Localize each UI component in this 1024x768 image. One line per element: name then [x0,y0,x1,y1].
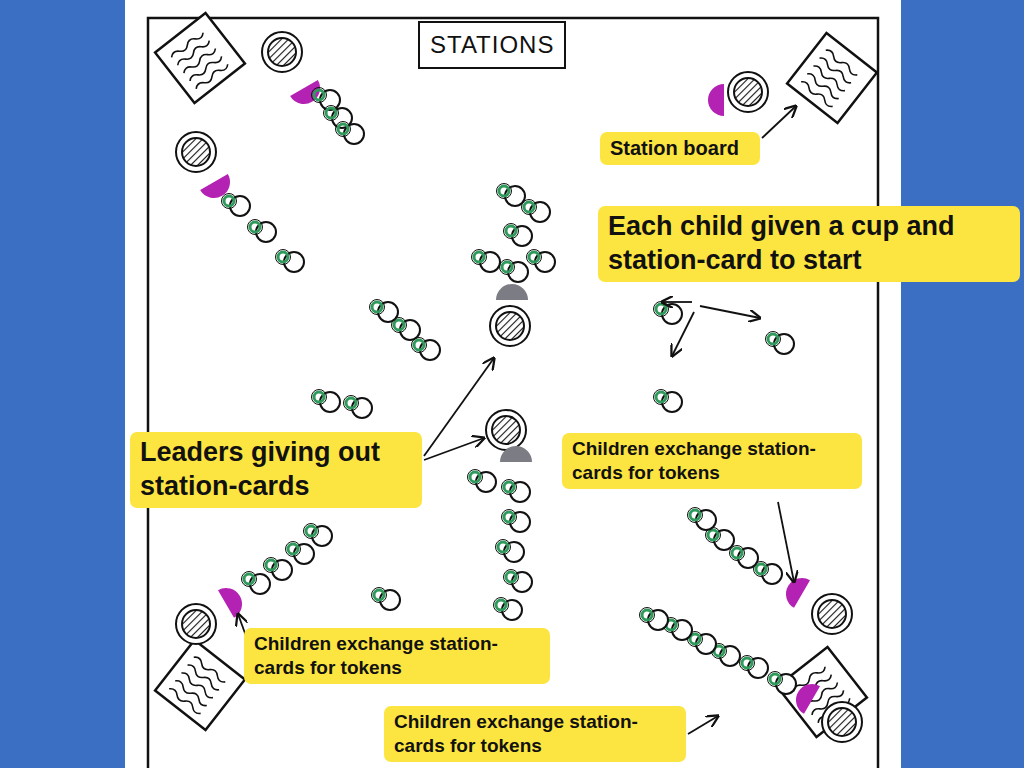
callout-text: Each child given a cup and station-card … [608,210,1010,278]
callout-box: Children exchange station-cards for toke… [562,433,862,489]
callout-box: Each child given a cup and station-card … [598,206,1020,282]
callout-text: Children exchange station-cards for toke… [572,437,852,485]
callout-text: Station board [610,136,750,161]
callout-box: Children exchange station-cards for toke… [384,706,686,762]
callout-box: Children exchange station-cards for toke… [244,628,550,684]
callout-text: Leaders giving out station-cards [140,436,412,504]
title-box: STATIONS [418,21,566,69]
callout-box: Leaders giving out station-cards [130,432,422,508]
callout-text: Children exchange station-cards for toke… [254,632,540,680]
callout-text: Children exchange station-cards for toke… [394,710,676,758]
callout-box: Station board [600,132,760,165]
